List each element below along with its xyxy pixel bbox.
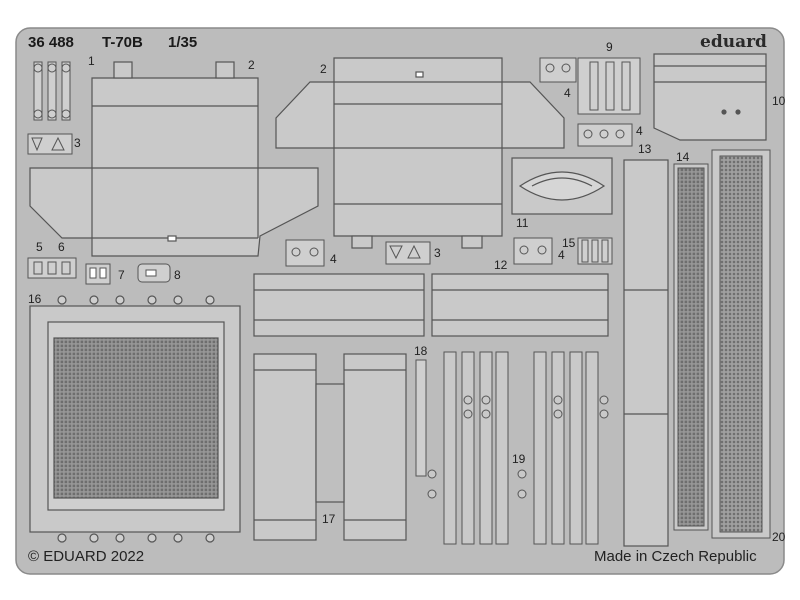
set-number: 36 488	[28, 34, 74, 51]
part-17-plates	[253, 353, 407, 541]
part-3-triangles-left	[27, 133, 73, 155]
part-1-brackets	[33, 61, 71, 121]
part-16-mesh-panel	[29, 295, 241, 543]
origin-text: Made in Czech Republic	[594, 548, 757, 565]
part-2-center-plate	[275, 57, 565, 249]
part-2-left-plate	[29, 61, 319, 257]
parts-5-6-clips	[27, 257, 77, 279]
part-9-hinges	[577, 57, 641, 115]
part-number-19: 19	[512, 452, 526, 466]
part-number-2-center: 2	[320, 62, 327, 76]
part-number-11: 11	[516, 216, 529, 230]
part-number-4-right: 4	[636, 124, 643, 138]
part-4-brackets-top	[539, 57, 633, 147]
scale-label: 1/35	[168, 34, 198, 51]
part-number-2-left: 2	[248, 58, 255, 72]
part-number-16: 16	[28, 292, 42, 306]
part-4-brackets-b	[513, 237, 553, 265]
part-8-clip	[137, 263, 171, 283]
part-19-rails-left	[427, 351, 509, 545]
part-number-14: 14	[676, 150, 690, 164]
part-10-plate	[653, 53, 767, 141]
plate-middle-left	[253, 273, 425, 337]
part-number-4-center: 4	[330, 252, 337, 266]
part-number-13: 13	[638, 142, 652, 156]
part-number-4-bottom: 4	[558, 248, 565, 262]
part-number-3-center: 3	[434, 246, 441, 260]
part-number-20: 20	[772, 530, 786, 544]
part-number-3-left: 3	[74, 136, 81, 150]
part-14-mesh-strip	[673, 163, 709, 531]
part-number-18: 18	[414, 344, 428, 358]
part-number-17: 17	[322, 512, 336, 526]
brand-logo: eduard	[700, 32, 767, 52]
part-13-strip	[623, 159, 669, 547]
part-number-12: 12	[494, 258, 508, 272]
part-number-1: 1	[88, 54, 95, 68]
part-number-5: 5	[36, 240, 43, 254]
part-20-mesh-strip	[711, 149, 771, 539]
part-number-10: 10	[772, 94, 786, 108]
plate-middle-right	[431, 273, 609, 337]
part-15-strips	[577, 237, 613, 265]
part-7-clip	[85, 263, 111, 285]
part-18-strip	[415, 359, 427, 477]
part-number-4-top: 4	[564, 86, 571, 100]
part-number-7: 7	[118, 268, 125, 282]
part-4-brackets-a	[285, 239, 325, 267]
part-number-8: 8	[174, 268, 181, 282]
part-11-lens	[511, 157, 613, 215]
part-number-9: 9	[606, 40, 613, 54]
part-number-6: 6	[58, 240, 65, 254]
part-number-15: 15	[562, 236, 576, 250]
part-19-rails-right	[517, 351, 609, 545]
part-3-triangles-center	[385, 241, 431, 265]
copyright-text: © EDUARD 2022	[28, 548, 145, 565]
model-name: T-70B	[102, 34, 143, 51]
